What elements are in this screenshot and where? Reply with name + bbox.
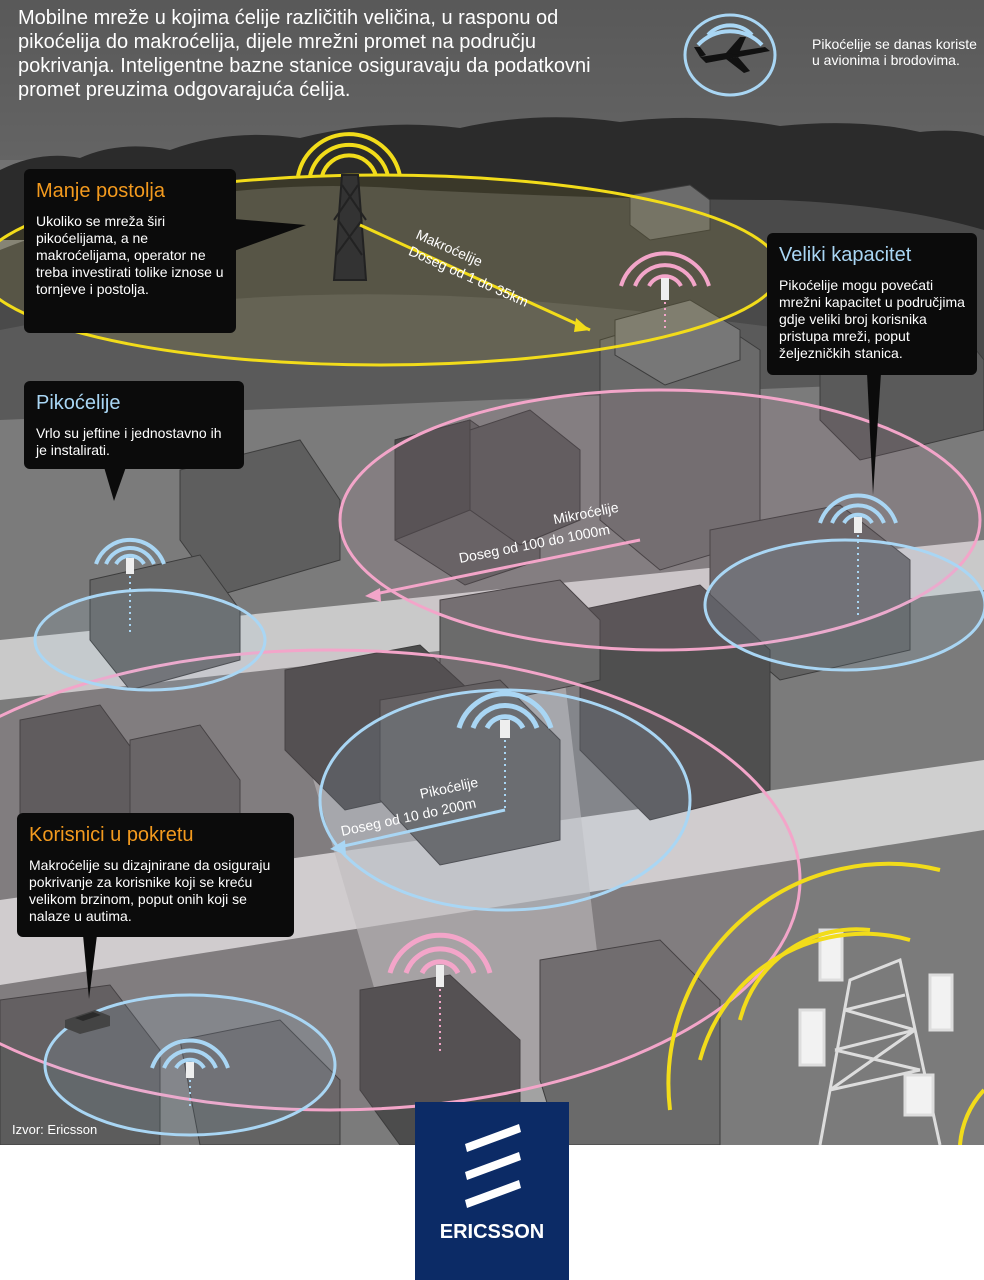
- pico-antenna-icon: [94, 537, 166, 636]
- logo-wordmark: ERICSSON: [440, 1221, 544, 1243]
- building: [469, 409, 581, 546]
- callout-tail: [867, 373, 881, 495]
- building: [179, 439, 341, 596]
- callout-title: Korisnici u pokretu: [29, 824, 194, 846]
- pico-antenna-icon: [818, 493, 898, 615]
- macro-tower-icon: [332, 174, 368, 281]
- callout-pikocelije: Pikoćelije Vrlo su jeftine i jednostavno…: [24, 381, 244, 501]
- callout-tail: [83, 935, 97, 999]
- callout-text: Pikoćelije mogu povećati mrežni kapacite…: [779, 277, 965, 361]
- callout-korisnici: Korisnici u pokretu Makroćelije su dizaj…: [17, 813, 294, 999]
- building: [539, 939, 721, 1145]
- callout-title: Pikoćelije: [36, 392, 121, 414]
- pico-antenna-icon: [150, 1038, 230, 1110]
- callout-text: Makroćelije su dizajnirane da osiguraju …: [29, 857, 271, 924]
- callout-text: Vrlo su jeftine i jednostavno ih je inst…: [36, 425, 222, 458]
- airplane-icon: [694, 23, 770, 73]
- micro-antenna-icon: [619, 251, 711, 328]
- intro-text: Mobilne mreže u kojima ćelije različitih…: [18, 7, 591, 101]
- building: [579, 584, 771, 821]
- callout-veliki-kapacitet: Veliki kapacitet Pikoćelije mogu povećat…: [767, 233, 977, 495]
- callout-tail: [104, 467, 126, 501]
- source-credit: Izvor: Ericsson: [12, 1122, 98, 1137]
- macro-signal-icon: [296, 132, 402, 177]
- callout-manje-postolja: Manje postolja Ukoliko se mreža širi pik…: [24, 169, 306, 333]
- callout-tail: [234, 219, 306, 251]
- macro-signal-icon: [666, 861, 984, 1145]
- building: [89, 554, 241, 691]
- micro-antenna-icon: [387, 932, 493, 1055]
- building: [614, 299, 741, 386]
- car-icon: [65, 1010, 110, 1034]
- macro-tower-icon: [798, 928, 954, 1145]
- callout-title: Manje postolja: [36, 180, 165, 202]
- callout-text: Ukoliko se mreža širi pikoćelijama, a ne…: [36, 213, 224, 297]
- ericsson-logo: ERICSSON: [415, 1102, 569, 1280]
- range-arrows: [330, 223, 641, 855]
- pico-antenna-icon: [456, 691, 554, 810]
- infographic-scene: Makroćelije Doseg od 1 do 35km Mikroćeli…: [0, 0, 984, 1145]
- building: [379, 679, 561, 866]
- callout-title: Veliki kapacitet: [779, 244, 912, 266]
- plane-note: Pikoćelije se danas koriste u avionima i…: [812, 36, 977, 68]
- ericsson-logo-mark: ERICSSON: [440, 1124, 544, 1243]
